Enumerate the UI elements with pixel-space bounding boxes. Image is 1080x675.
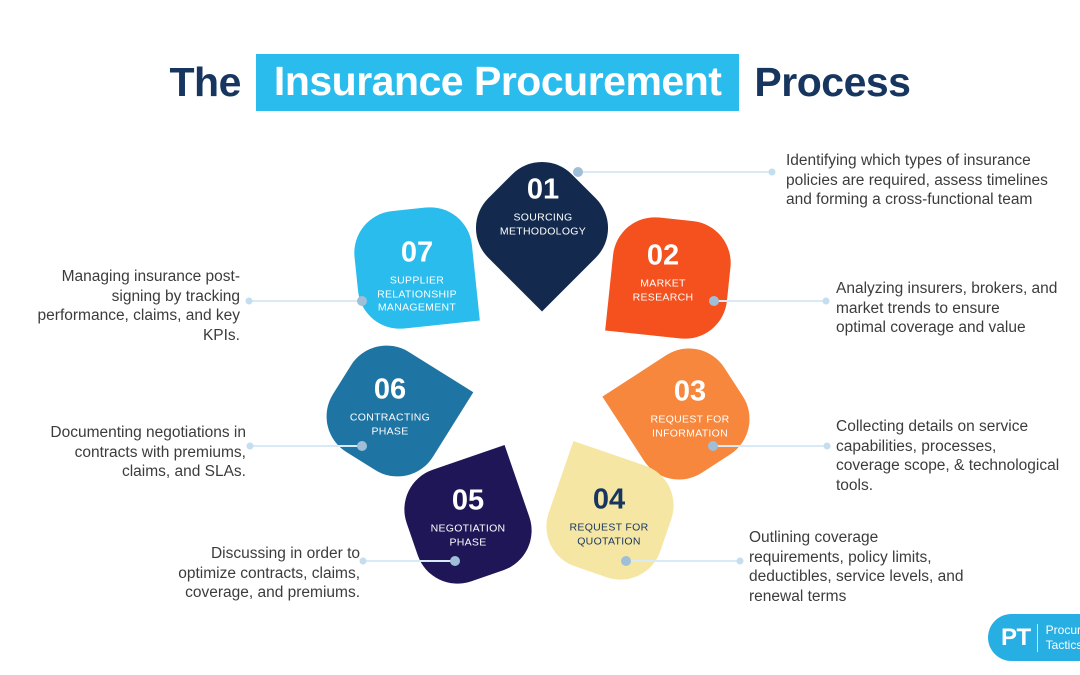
step-5-description: Discussing in order to optimize contract…: [178, 545, 360, 602]
connector-dot-1: [573, 167, 583, 177]
brand-logo-monogram: PT: [1001, 623, 1031, 651]
connector-line-2: [714, 300, 826, 302]
brand-logo: PT Procurement Tactics: [988, 614, 1080, 661]
step-6-label: CONTRACTING PHASE: [349, 411, 431, 437]
step-4-text: 04 REQUEST FOR QUOTATION: [553, 485, 665, 548]
step-2-label: MARKET RESEARCH: [632, 277, 694, 303]
connector-dot-4: [621, 556, 631, 566]
title-prefix: The: [169, 59, 242, 105]
connector-enddot-2: [822, 297, 830, 305]
step-5-label: NEGOTIATION PHASE: [430, 522, 506, 548]
connector-enddot-4: [736, 557, 744, 565]
page-title: The Insurance Procurement Process: [0, 54, 1080, 111]
connector-line-7: [249, 300, 361, 302]
step-7-description: Managing insurance post- signing by trac…: [37, 268, 240, 345]
connector-enddot-1: [768, 168, 776, 176]
step-4-label: REQUEST FOR QUOTATION: [569, 521, 649, 547]
connector-dot-6: [357, 441, 367, 451]
step-4-description: Outlining coverage requirements, policy …: [749, 529, 964, 606]
step-2-number: 02: [646, 239, 680, 272]
step-5-text: 05 NEGOTIATION PHASE: [412, 486, 524, 549]
connector-dot-7: [357, 296, 367, 306]
connector-line-4: [626, 560, 740, 562]
connector-line-6: [250, 445, 362, 447]
step-3-description: Collecting details on service capabiliti…: [836, 418, 1060, 495]
connector-line-3: [713, 445, 827, 447]
step-2-description: Analyzing insurers, brokers, and market …: [836, 280, 1058, 337]
connector-dot-3: [708, 441, 718, 451]
title-suffix: Process: [754, 59, 911, 105]
step-7-number: 07: [400, 236, 434, 269]
step-3-label: REQUEST FOR INFORMATION: [650, 413, 730, 439]
step-1-label: SOURCING METHODOLOGY: [499, 211, 587, 237]
step-7-label: SUPPLIER RELATIONSHIP MANAGEMENT: [377, 274, 457, 314]
connector-enddot-5: [359, 557, 367, 565]
connector-enddot-3: [823, 442, 831, 450]
connector-enddot-7: [245, 297, 253, 305]
step-1-description: Identifying which types of insurance pol…: [786, 152, 1048, 209]
title-highlight: Insurance Procurement: [255, 54, 740, 111]
connector-dot-2: [709, 296, 719, 306]
brand-logo-divider: [1036, 623, 1038, 652]
step-6-text: 06 CONTRACTING PHASE: [334, 375, 446, 438]
connector-line-1: [578, 171, 772, 173]
connector-enddot-6: [246, 442, 254, 450]
step-2-text: 02 MARKET RESEARCH: [607, 241, 719, 304]
step-1-text: 01 SOURCING METHODOLOGY: [487, 175, 599, 238]
step-6-description: Documenting negotiations in contracts wi…: [50, 424, 246, 481]
connector-dot-5: [450, 556, 460, 566]
step-5-number: 05: [451, 484, 485, 517]
step-4-number: 04: [592, 483, 626, 516]
brand-logo-name: Procurement Tactics: [1045, 623, 1080, 652]
step-1-number: 01: [526, 173, 560, 206]
step-6-number: 06: [373, 373, 407, 406]
step-3-number: 03: [673, 375, 707, 408]
step-7-text: 07 SUPPLIER RELATIONSHIP MANAGEMENT: [361, 236, 473, 316]
step-3-text: 03 REQUEST FOR INFORMATION: [634, 377, 746, 440]
connector-line-5: [363, 560, 455, 562]
